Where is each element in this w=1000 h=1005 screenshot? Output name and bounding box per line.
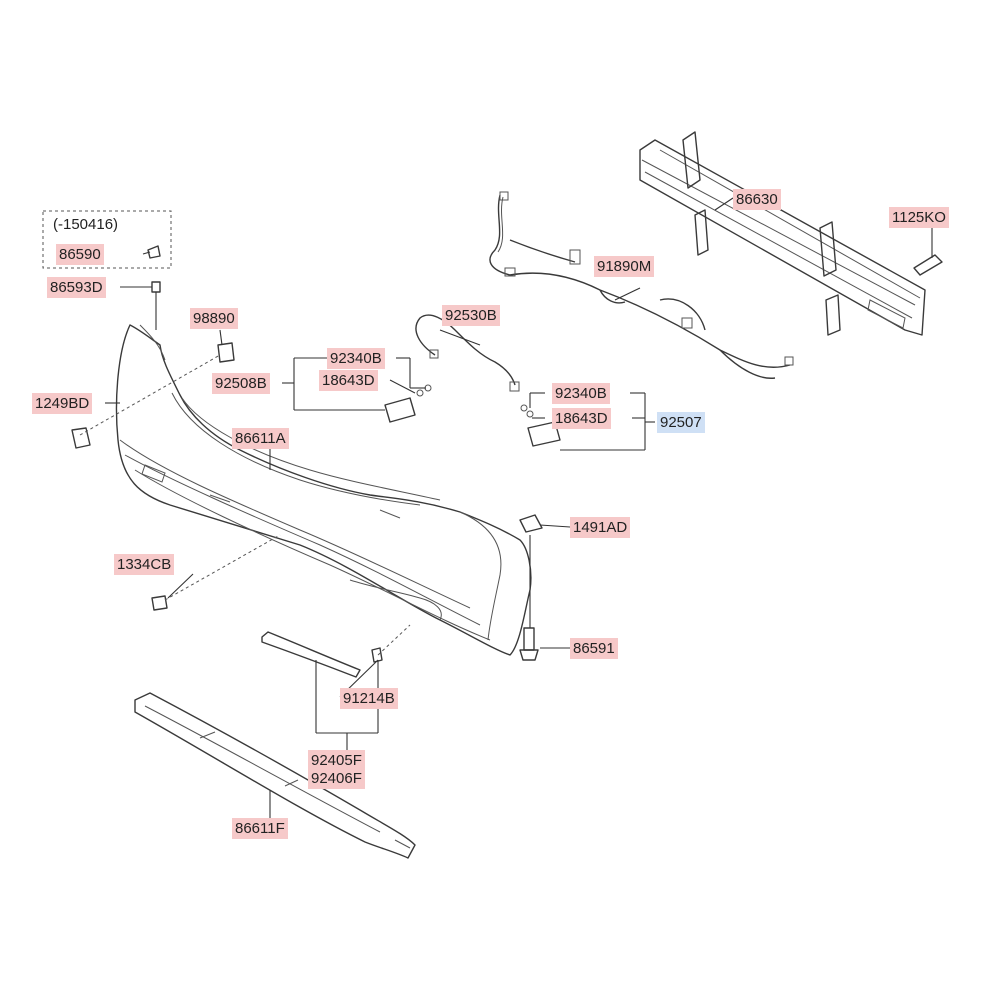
wiring-harness	[489, 191, 794, 379]
part-86611A[interactable]: 86611A	[232, 428, 289, 449]
reflector	[261, 631, 361, 678]
part-86630[interactable]: 86630	[733, 189, 781, 210]
part-92340B-left[interactable]: 92340B	[327, 348, 385, 369]
sensor-wire	[415, 314, 520, 392]
part-86611F[interactable]: 86611F	[232, 818, 288, 839]
leader-lines	[79, 197, 933, 818]
part-86590[interactable]: 86590	[56, 244, 104, 265]
reinforcement-beam	[639, 131, 926, 336]
part-1125KO[interactable]: 1125KO	[889, 207, 949, 228]
part-86591[interactable]: 86591	[570, 638, 618, 659]
lower-lip-trim	[134, 692, 416, 859]
right-sensor	[520, 404, 561, 447]
date-range-box	[42, 210, 172, 269]
part-91214B[interactable]: 91214B	[340, 688, 398, 709]
part-92340B-right[interactable]: 92340B	[552, 383, 610, 404]
part-18643D-right[interactable]: 18643D	[552, 408, 611, 429]
part-1334CB[interactable]: 1334CB	[114, 554, 175, 575]
date-range-label: (-150416)	[53, 216, 119, 233]
part-1491AD[interactable]: 1491AD	[570, 517, 631, 538]
part-92507[interactable]: 92507	[657, 412, 705, 433]
part-86593D[interactable]: 86593D	[47, 277, 106, 298]
part-18643D-left[interactable]: 18643D	[319, 370, 378, 391]
part-92508B[interactable]: 92508B	[212, 373, 270, 394]
part-1249BD[interactable]: 1249BD	[32, 393, 93, 414]
fasteners	[71, 245, 943, 663]
left-sensor	[384, 384, 432, 423]
part-92530B[interactable]: 92530B	[442, 305, 500, 326]
bumper-cover	[115, 324, 532, 656]
part-91890M[interactable]: 91890M	[594, 256, 655, 277]
part-98890[interactable]: 98890	[190, 308, 238, 329]
part-92406F[interactable]: 92406F	[308, 768, 365, 789]
part-92405F[interactable]: 92405F	[308, 750, 365, 771]
